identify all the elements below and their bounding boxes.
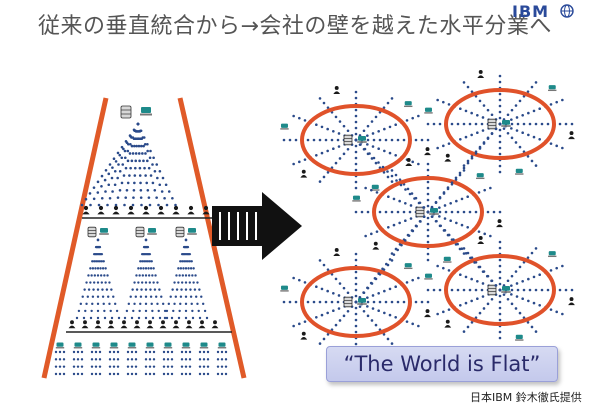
person-icon	[107, 320, 115, 329]
person-icon	[146, 320, 154, 329]
person-icon	[405, 158, 413, 166]
computer-icon	[515, 334, 524, 341]
person-icon	[112, 205, 120, 215]
computer-icon	[501, 286, 511, 293]
slide-title: 従来の垂直統合から→会社の壁を越えた水平分業へ	[38, 14, 552, 39]
person-icon	[120, 320, 128, 329]
person-icon	[496, 219, 503, 228]
computer-icon	[127, 342, 137, 349]
server-icon	[87, 226, 97, 238]
computer-icon	[217, 342, 227, 349]
network-cluster	[280, 248, 431, 353]
ring	[300, 104, 412, 176]
server-icon	[175, 226, 185, 238]
computer-icon	[181, 342, 191, 349]
computer-icon	[548, 251, 557, 258]
computer-icon	[515, 168, 524, 175]
computer-icon	[404, 101, 413, 108]
globe-icon	[560, 4, 574, 18]
computer-icon	[91, 342, 101, 349]
computer-icon	[443, 256, 452, 263]
computer-icon	[548, 85, 557, 92]
person-icon	[185, 320, 193, 329]
person-icon	[211, 320, 219, 329]
computer-icon	[55, 342, 65, 349]
person-icon	[127, 205, 135, 215]
server-icon	[343, 134, 353, 146]
computer-icon	[280, 285, 289, 292]
person-icon	[187, 205, 195, 215]
person-icon	[159, 320, 167, 329]
ring	[444, 88, 556, 160]
computer-icon	[424, 107, 433, 114]
ring	[444, 254, 556, 326]
computer-icon	[371, 184, 380, 191]
person-icon	[372, 241, 380, 250]
computer-icon	[357, 136, 367, 143]
person-icon	[444, 319, 452, 328]
computer-icon	[476, 173, 485, 180]
ibm-logo: IBM	[512, 2, 550, 21]
person-icon	[172, 205, 180, 215]
quote-box: “The World is Flat”	[326, 346, 558, 382]
person-icon	[82, 205, 90, 215]
computer-icon	[73, 342, 83, 349]
person-icon	[94, 320, 102, 329]
server-icon	[135, 226, 145, 238]
person-icon	[477, 70, 485, 78]
computer-icon	[424, 273, 433, 280]
computer-icon	[199, 342, 209, 349]
arrow-icon	[212, 192, 302, 260]
person-icon	[444, 153, 452, 162]
quote-text: “The World is Flat”	[343, 352, 541, 376]
network-cluster	[424, 236, 575, 341]
computer-icon	[99, 228, 109, 235]
computer-icon	[109, 342, 119, 349]
server-icon	[120, 105, 132, 119]
ring	[300, 266, 412, 338]
server-icon	[487, 284, 497, 296]
credit-text: 日本IBM 鈴木徹氏提供	[470, 391, 582, 404]
person-icon	[97, 205, 105, 215]
person-icon	[477, 236, 485, 244]
person-icon	[142, 205, 150, 215]
person-icon	[300, 169, 308, 178]
computer-icon	[429, 208, 439, 215]
server-icon	[415, 206, 425, 218]
computer-icon	[147, 228, 157, 235]
computer-icon	[145, 342, 155, 349]
person-icon	[424, 309, 431, 318]
person-icon	[198, 320, 206, 329]
person-icon	[333, 248, 341, 256]
computer-icon	[501, 120, 511, 127]
horizontal-network	[280, 70, 575, 353]
computer-icon	[280, 123, 289, 130]
ring	[372, 176, 484, 248]
person-icon	[81, 320, 89, 329]
vertical-integration-pyramid	[41, 97, 247, 379]
person-icon	[133, 320, 141, 329]
server-icon	[487, 118, 497, 130]
computer-icon	[140, 107, 152, 116]
person-icon	[68, 320, 76, 329]
person-icon	[202, 205, 210, 215]
computer-icon	[163, 342, 173, 349]
person-icon	[172, 320, 180, 329]
person-icon	[424, 147, 431, 156]
person-icon	[568, 297, 575, 306]
network-cluster	[280, 86, 431, 191]
person-icon	[157, 205, 165, 215]
server-icon	[343, 296, 353, 308]
computer-icon	[352, 195, 361, 202]
person-icon	[568, 131, 575, 140]
person-icon	[333, 86, 341, 94]
pyramid-left-edge	[41, 97, 109, 379]
computer-icon	[404, 263, 413, 270]
computer-icon	[357, 298, 367, 305]
network-cluster	[424, 70, 575, 175]
computer-icon	[187, 228, 197, 235]
person-icon	[300, 331, 308, 340]
